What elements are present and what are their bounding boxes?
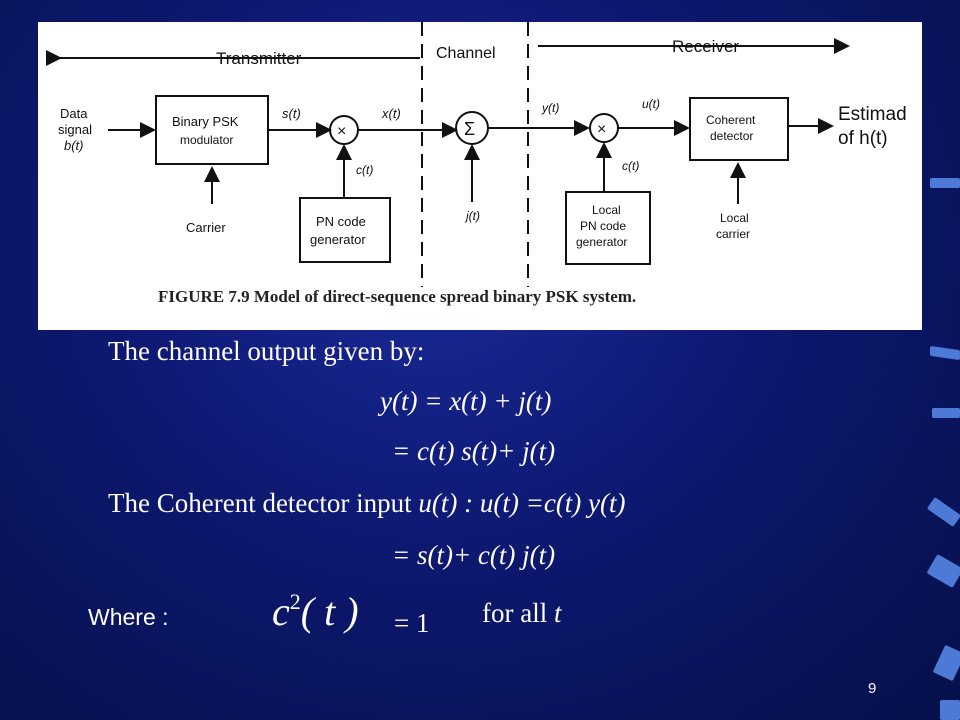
c-squared-of-t: c2( t ) [272,588,359,635]
for-all-t: for all t [482,598,562,629]
equals-one: = 1 [394,608,430,638]
local-pn-label-3: generator [576,235,627,249]
equation-y-line: y(t) = x(t) + j(t) [380,386,552,416]
summer-symbol: Σ [464,119,475,139]
psk-modulator-label-1: Binary PSK [172,114,239,129]
output-label-1: Estimad [838,104,907,125]
equation-y-expanded: = c(t) s(t)+ j(t) [392,436,556,466]
page-number: 9 [868,680,877,697]
decorative-dash [930,345,960,361]
local-pn-label-2: PN code [580,219,626,233]
equation-u-expanded: = s(t)+ c(t) j(t) [392,540,556,570]
decorative-dash [926,497,960,527]
x-signal-label: x(t) [381,106,401,121]
for-all-variable: t [553,598,562,628]
rx-multiplier-symbol: × [597,121,606,138]
data-signal-label-3: b(t) [64,138,84,153]
coherent-detector-label-1: Coherent [706,113,756,127]
pn-generator-label-2: generator [310,232,366,247]
receiver-label: Receiver [672,37,739,56]
decorative-dash [932,644,960,682]
j-signal-label: j(t) [464,209,480,223]
local-carrier-label-2: carrier [716,227,750,241]
tx-multiplier-symbol: × [337,123,346,140]
where-label: Where : [88,604,169,630]
coherent-detector-input-line: The Coherent detector input u(t) : u(t) … [108,488,626,519]
data-signal-label-1: Data [60,106,88,121]
c-rx-label: c(t) [622,159,639,173]
c2t-argument: ( t ) [300,589,359,634]
coherent-detector-label-2: detector [710,129,753,143]
local-carrier-label-1: Local [720,211,749,225]
channel-output-intro: The channel output given by: [108,336,425,366]
y-signal-label: y(t) [541,101,559,115]
figure-panel: Transmitter Channel Receiver Data signal… [38,22,922,330]
decorative-dash [930,178,960,188]
coherent-detector-block [689,97,789,161]
c-tx-label: c(t) [356,163,373,177]
carrier-label: Carrier [186,220,226,235]
output-label-2: of h(t) [838,128,888,149]
coherent-detector-input-prefix: The Coherent detector input [108,488,419,518]
pn-generator-block [299,197,391,263]
s-signal-label: s(t) [282,106,301,121]
psk-modulator-block [155,95,269,165]
c2t-base: c [272,589,290,634]
for-all-prefix: for all [482,598,554,628]
channel-label: Channel [436,45,496,62]
data-signal-label-2: signal [58,122,92,137]
transmitter-label: Transmitter [216,49,302,68]
u-signal-label: u(t) [642,97,660,111]
pn-generator-label-1: PN code [316,214,366,229]
decorative-dash [926,553,960,589]
decorative-dash [932,408,960,418]
figure-caption: FIGURE 7.9 Model of direct-sequence spre… [158,287,636,306]
local-pn-generator-block [565,191,651,265]
dsss-block-diagram: Transmitter Channel Receiver Data signal… [46,22,907,306]
psk-modulator-label-2: modulator [180,133,233,147]
coherent-detector-input-equation: u(t) : u(t) =c(t) y(t) [418,488,626,518]
local-pn-label-1: Local [592,203,621,217]
decorative-dash [940,700,960,720]
c2t-exponent: 2 [289,588,301,614]
